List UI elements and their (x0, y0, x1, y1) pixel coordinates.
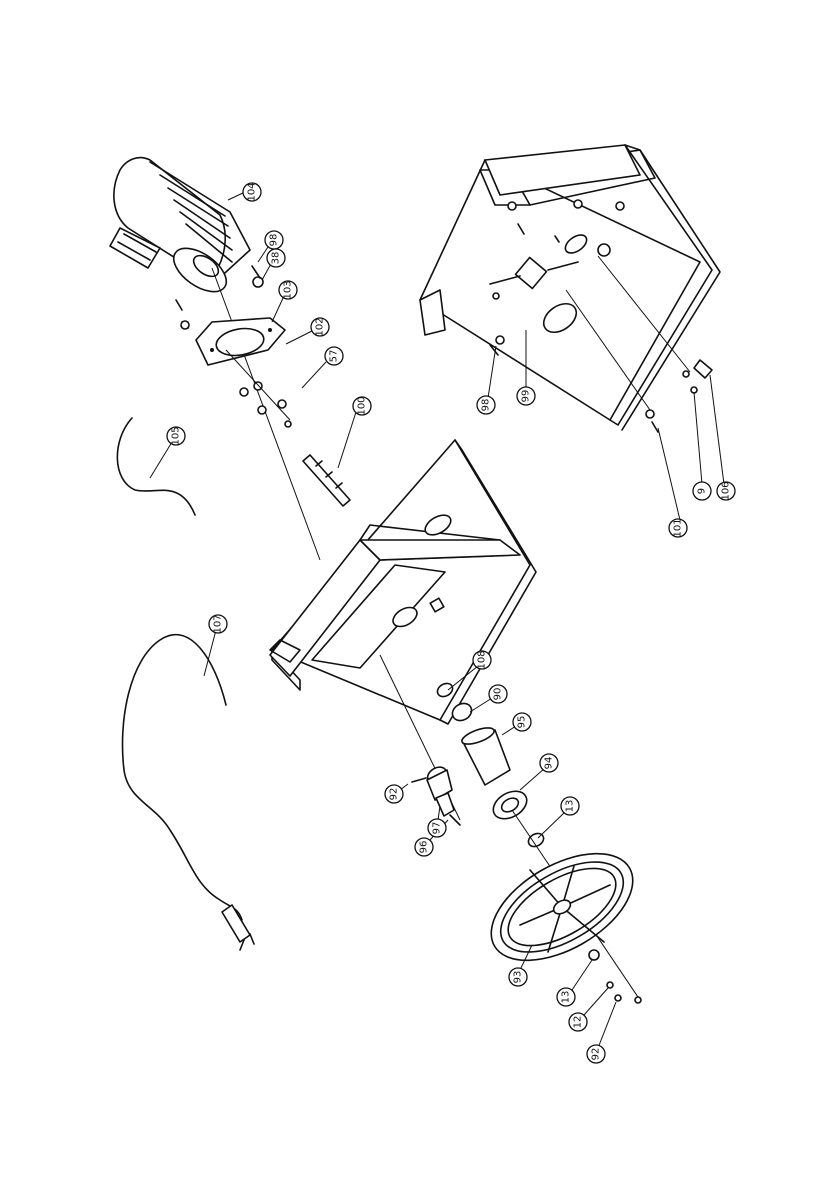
switch (412, 764, 460, 825)
callout-label: 13 (561, 991, 572, 1004)
callout-bolt-b: 98 (477, 396, 495, 414)
callout-ring-a: 108 (473, 650, 491, 669)
callout-motor-plate: 103 (279, 280, 297, 299)
callout-label: 96 (419, 841, 430, 854)
callout-bolt-a: 98 (265, 231, 283, 249)
callout-wheel: 93 (509, 968, 527, 986)
callout-power-cord: 107 (209, 614, 227, 633)
power-cord (123, 635, 255, 950)
callout-label: 105 (171, 426, 182, 445)
callout-label: 104 (247, 182, 258, 201)
callout-label: 93 (513, 971, 524, 984)
callout-cable-short: 105 (167, 426, 185, 445)
callout-label: 106 (721, 481, 732, 500)
callout-label: 98 (481, 399, 492, 412)
callout-washer-c: 9 (693, 482, 711, 500)
callout-label: 90 (493, 688, 504, 701)
callout-label: 92 (389, 788, 400, 801)
callout-switch-knob: 97 (428, 819, 446, 837)
callout-pulley-cone: 95 (513, 713, 531, 731)
callout-label: 107 (213, 614, 224, 633)
callout-label: 57 (329, 350, 340, 363)
callout-label: 103 (283, 280, 294, 299)
callout-motor: 104 (243, 182, 261, 201)
callout-label: 108 (477, 650, 488, 669)
callout-label: 92 (591, 1048, 602, 1061)
callout-label: 97 (432, 822, 443, 835)
callout-label: 95 (517, 716, 528, 729)
callout-switch-cap: 92 (385, 785, 403, 803)
callout-nut-d: 92 (587, 1045, 605, 1063)
callout-label: 9 (697, 488, 708, 494)
callout-nut-c: 101 (669, 518, 687, 537)
callout-bushing: 106 (717, 481, 735, 500)
callout-nut-b: 57 (325, 347, 343, 365)
callout-label: 101 (673, 518, 684, 537)
callout-label: 100 (357, 396, 368, 415)
callout-washer-b: 99 (517, 387, 535, 405)
callout-label: 13 (565, 800, 576, 813)
callout-washer-d: 13 (557, 988, 575, 1006)
callout-label: 99 (521, 390, 532, 403)
callout-label: 38 (271, 252, 282, 265)
callout-washer-a: 38 (267, 249, 285, 267)
motor-plate (196, 318, 285, 365)
callout-flange: 94 (540, 754, 558, 772)
shaft (303, 455, 350, 506)
callout-label: 102 (315, 317, 326, 336)
wheel (473, 832, 650, 1003)
callout-label: 94 (544, 757, 555, 770)
callout-label: 12 (573, 1016, 584, 1029)
callout-lock-washer: 12 (569, 1013, 587, 1031)
callout-nut-a: 102 (311, 317, 329, 336)
callout-shaft: 100 (353, 396, 371, 415)
callout-label: 98 (269, 234, 280, 247)
side-frame (420, 145, 720, 432)
callout-spacer: 13 (561, 797, 579, 815)
callout-switch-body: 96 (415, 838, 433, 856)
callout-collar: 90 (489, 685, 507, 703)
